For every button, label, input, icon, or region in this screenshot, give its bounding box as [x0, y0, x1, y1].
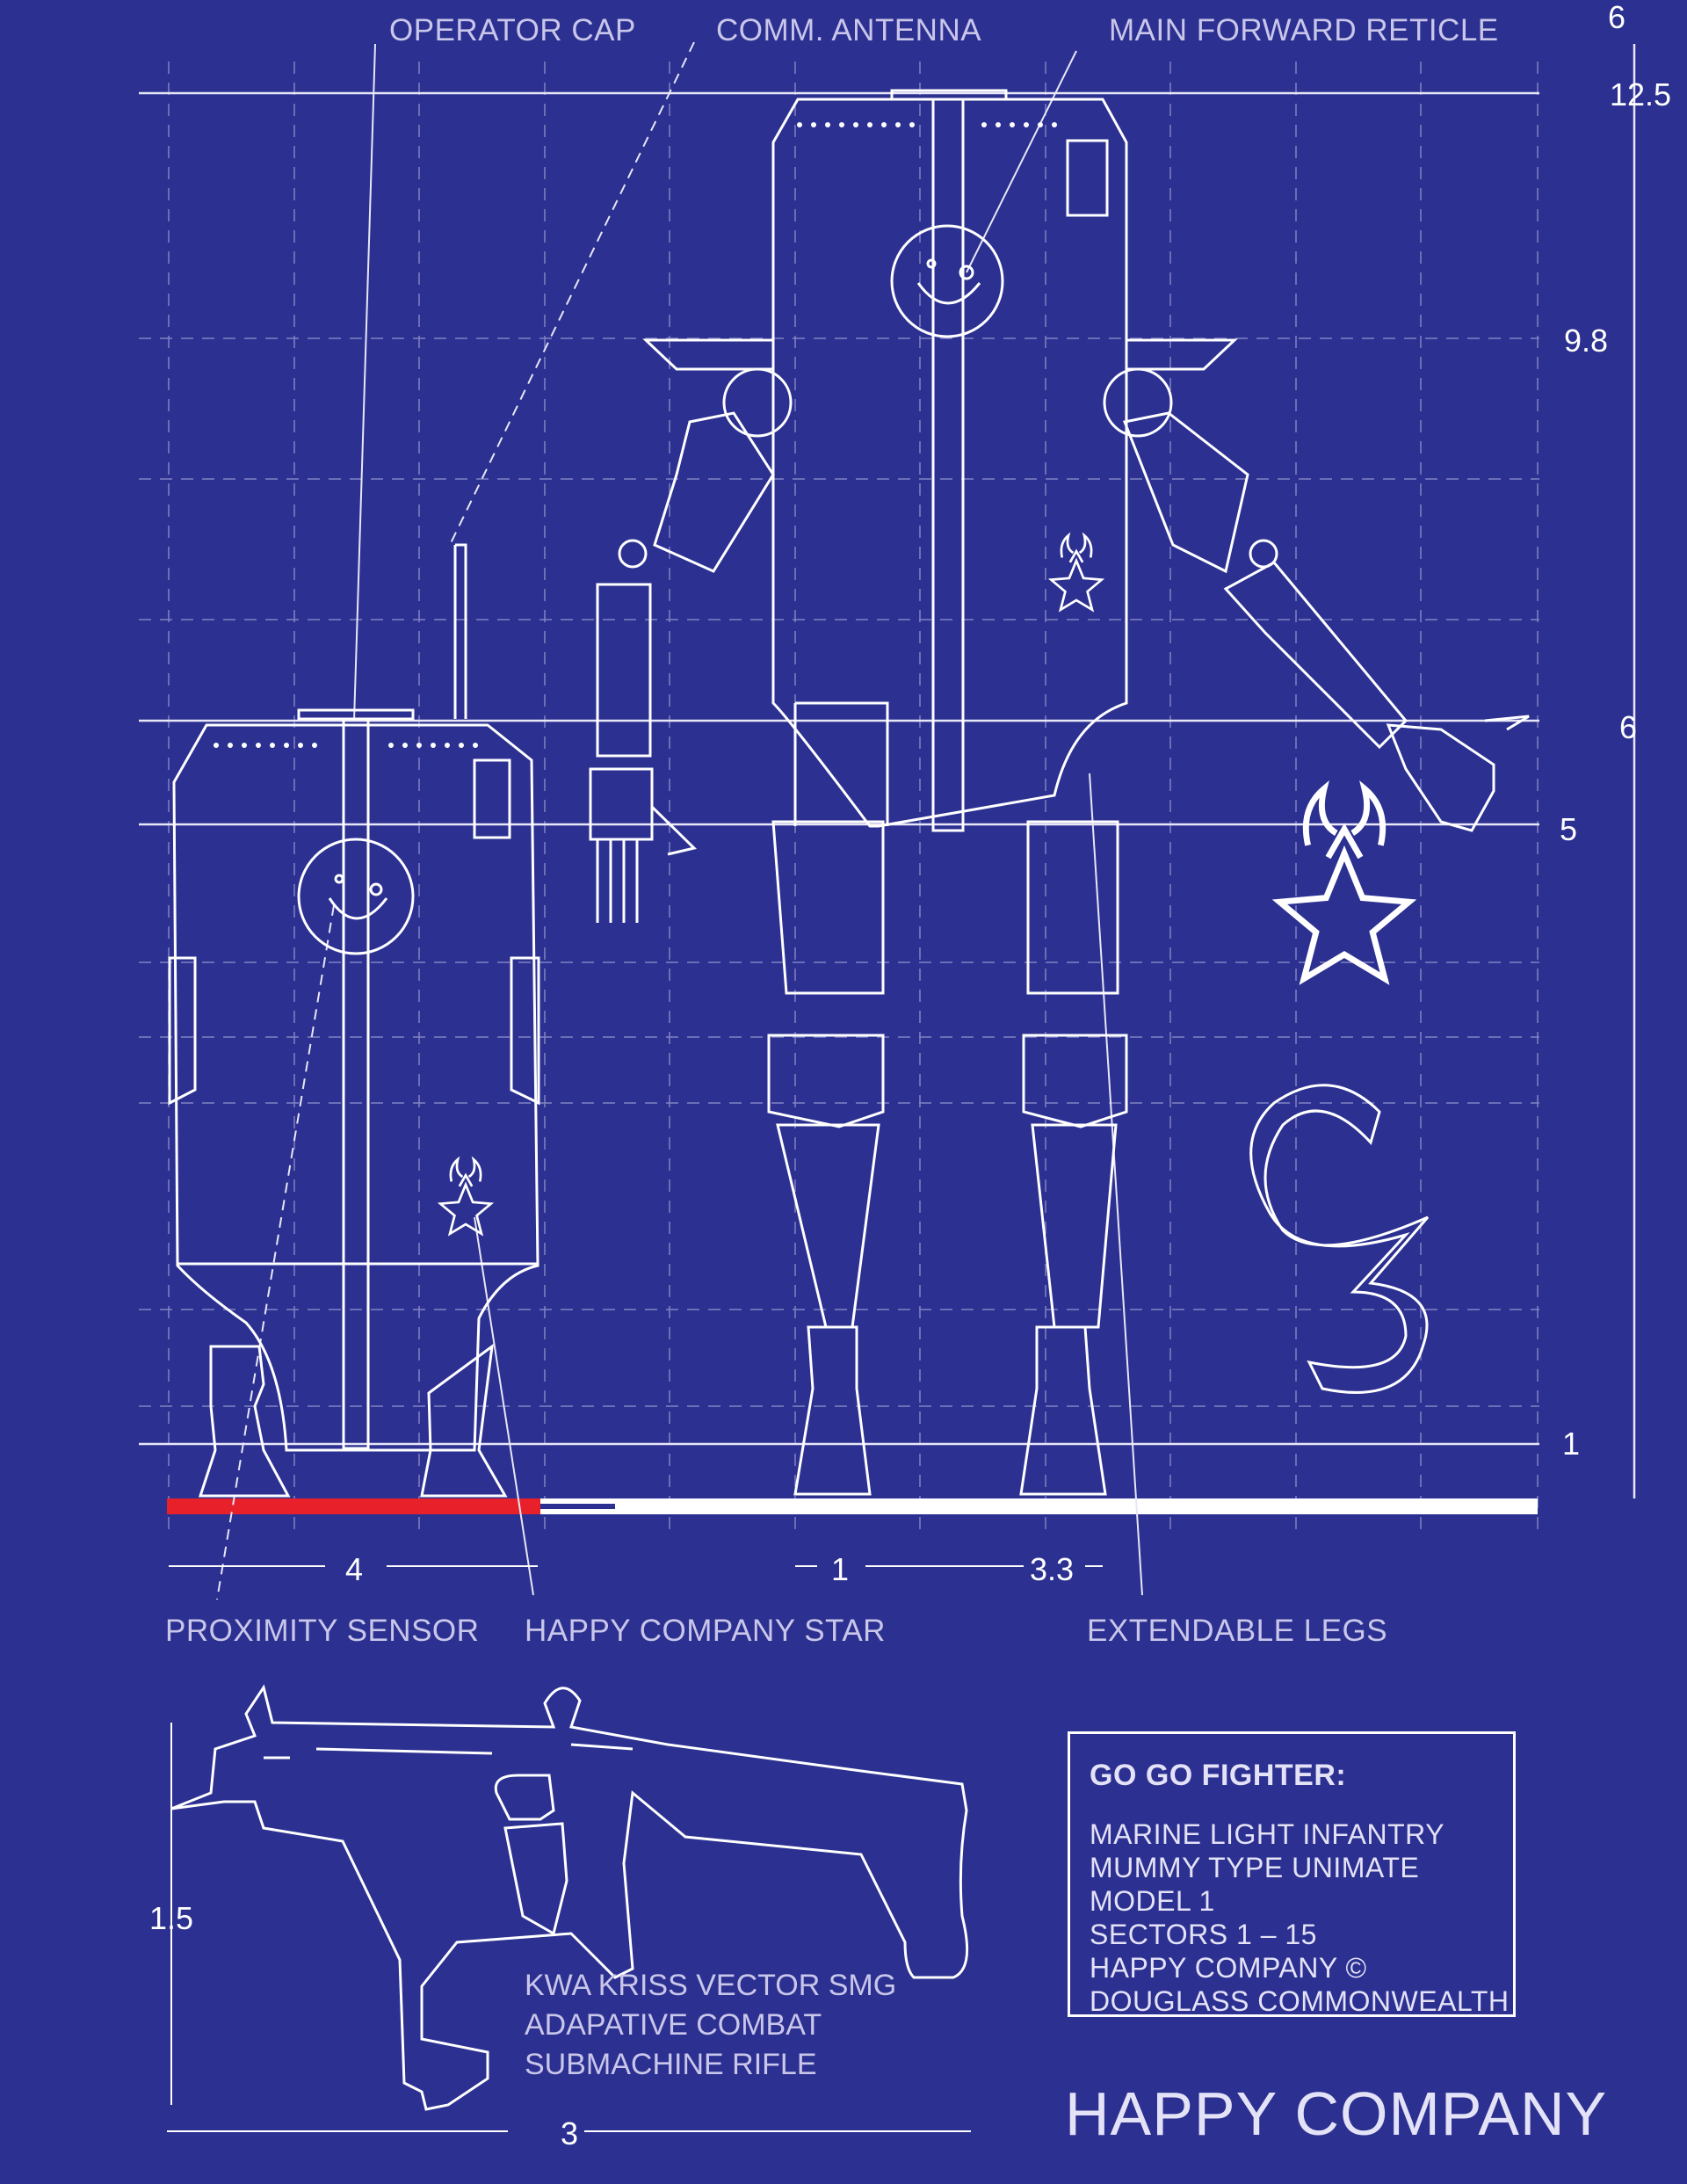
callout-proximity-sensor: PROXIMITY SENSOR	[165, 1614, 480, 1648]
callout-operator-cap: OPERATOR CAP	[389, 13, 636, 47]
weapon-silhouette	[170, 1684, 969, 2111]
dim-12-5: 12.5	[1610, 76, 1672, 112]
weapon-line-2: ADAPATIVE COMBAT	[525, 2008, 822, 2042]
spec-line-4: SECTORS 1 – 15	[1090, 1919, 1317, 1950]
spec-line-6: DOUGLASS COMMONWEALTH	[1090, 1985, 1510, 2017]
spec-line-2: MUMMY TYPE UNIMATE	[1090, 1852, 1420, 1883]
callout-comm-antenna: COMM. ANTENNA	[716, 13, 982, 47]
dim-1-height: 1	[1562, 1426, 1581, 1462]
dim-1-width: 1	[831, 1551, 850, 1587]
dim-9-8: 9.8	[1564, 323, 1609, 359]
spec-box: GO GO FIGHTER: MARINE LIGHT INFANTRY MUM…	[1068, 1731, 1516, 2017]
robot-side-view	[168, 543, 540, 1498]
grid	[139, 62, 1539, 1534]
c3-monogram	[1249, 1084, 1430, 1394]
dim-top-cut: 6	[1608, 0, 1626, 35]
brand-wordmark: HAPPY COMPANY	[1065, 2079, 1608, 2148]
callout-happy-company-star: HAPPY COMPANY STAR	[525, 1614, 886, 1648]
dimension-lines	[167, 1565, 1103, 2132]
weapon-line-1: KWA KRISS VECTOR SMG	[525, 1969, 897, 2002]
spec-box-title: GO GO FIGHTER:	[1090, 1759, 1347, 1792]
dim-gun-width: 3	[561, 2115, 579, 2151]
dim-5: 5	[1560, 811, 1578, 847]
spec-line-5: HAPPY COMPANY ©	[1090, 1952, 1367, 1984]
dim-6: 6	[1619, 709, 1638, 745]
spec-line-1: MARINE LIGHT INFANTRY	[1090, 1818, 1445, 1850]
weapon-line-3: SUBMACHINE RIFLE	[525, 2048, 817, 2081]
robot-front-view	[589, 89, 1530, 1496]
callout-extendable-legs: EXTENDABLE LEGS	[1087, 1614, 1388, 1648]
dim-3-3: 3.3	[1030, 1551, 1075, 1587]
scale-bar	[167, 1498, 1538, 1514]
spec-line-3: MODEL 1	[1090, 1885, 1215, 1917]
dim-4: 4	[345, 1551, 364, 1587]
leader-lines	[216, 41, 1143, 1600]
dim-gun-height: 1.5	[149, 1900, 194, 1936]
callout-main-forward-reticle: MAIN FORWARD RETICLE	[1109, 13, 1499, 47]
